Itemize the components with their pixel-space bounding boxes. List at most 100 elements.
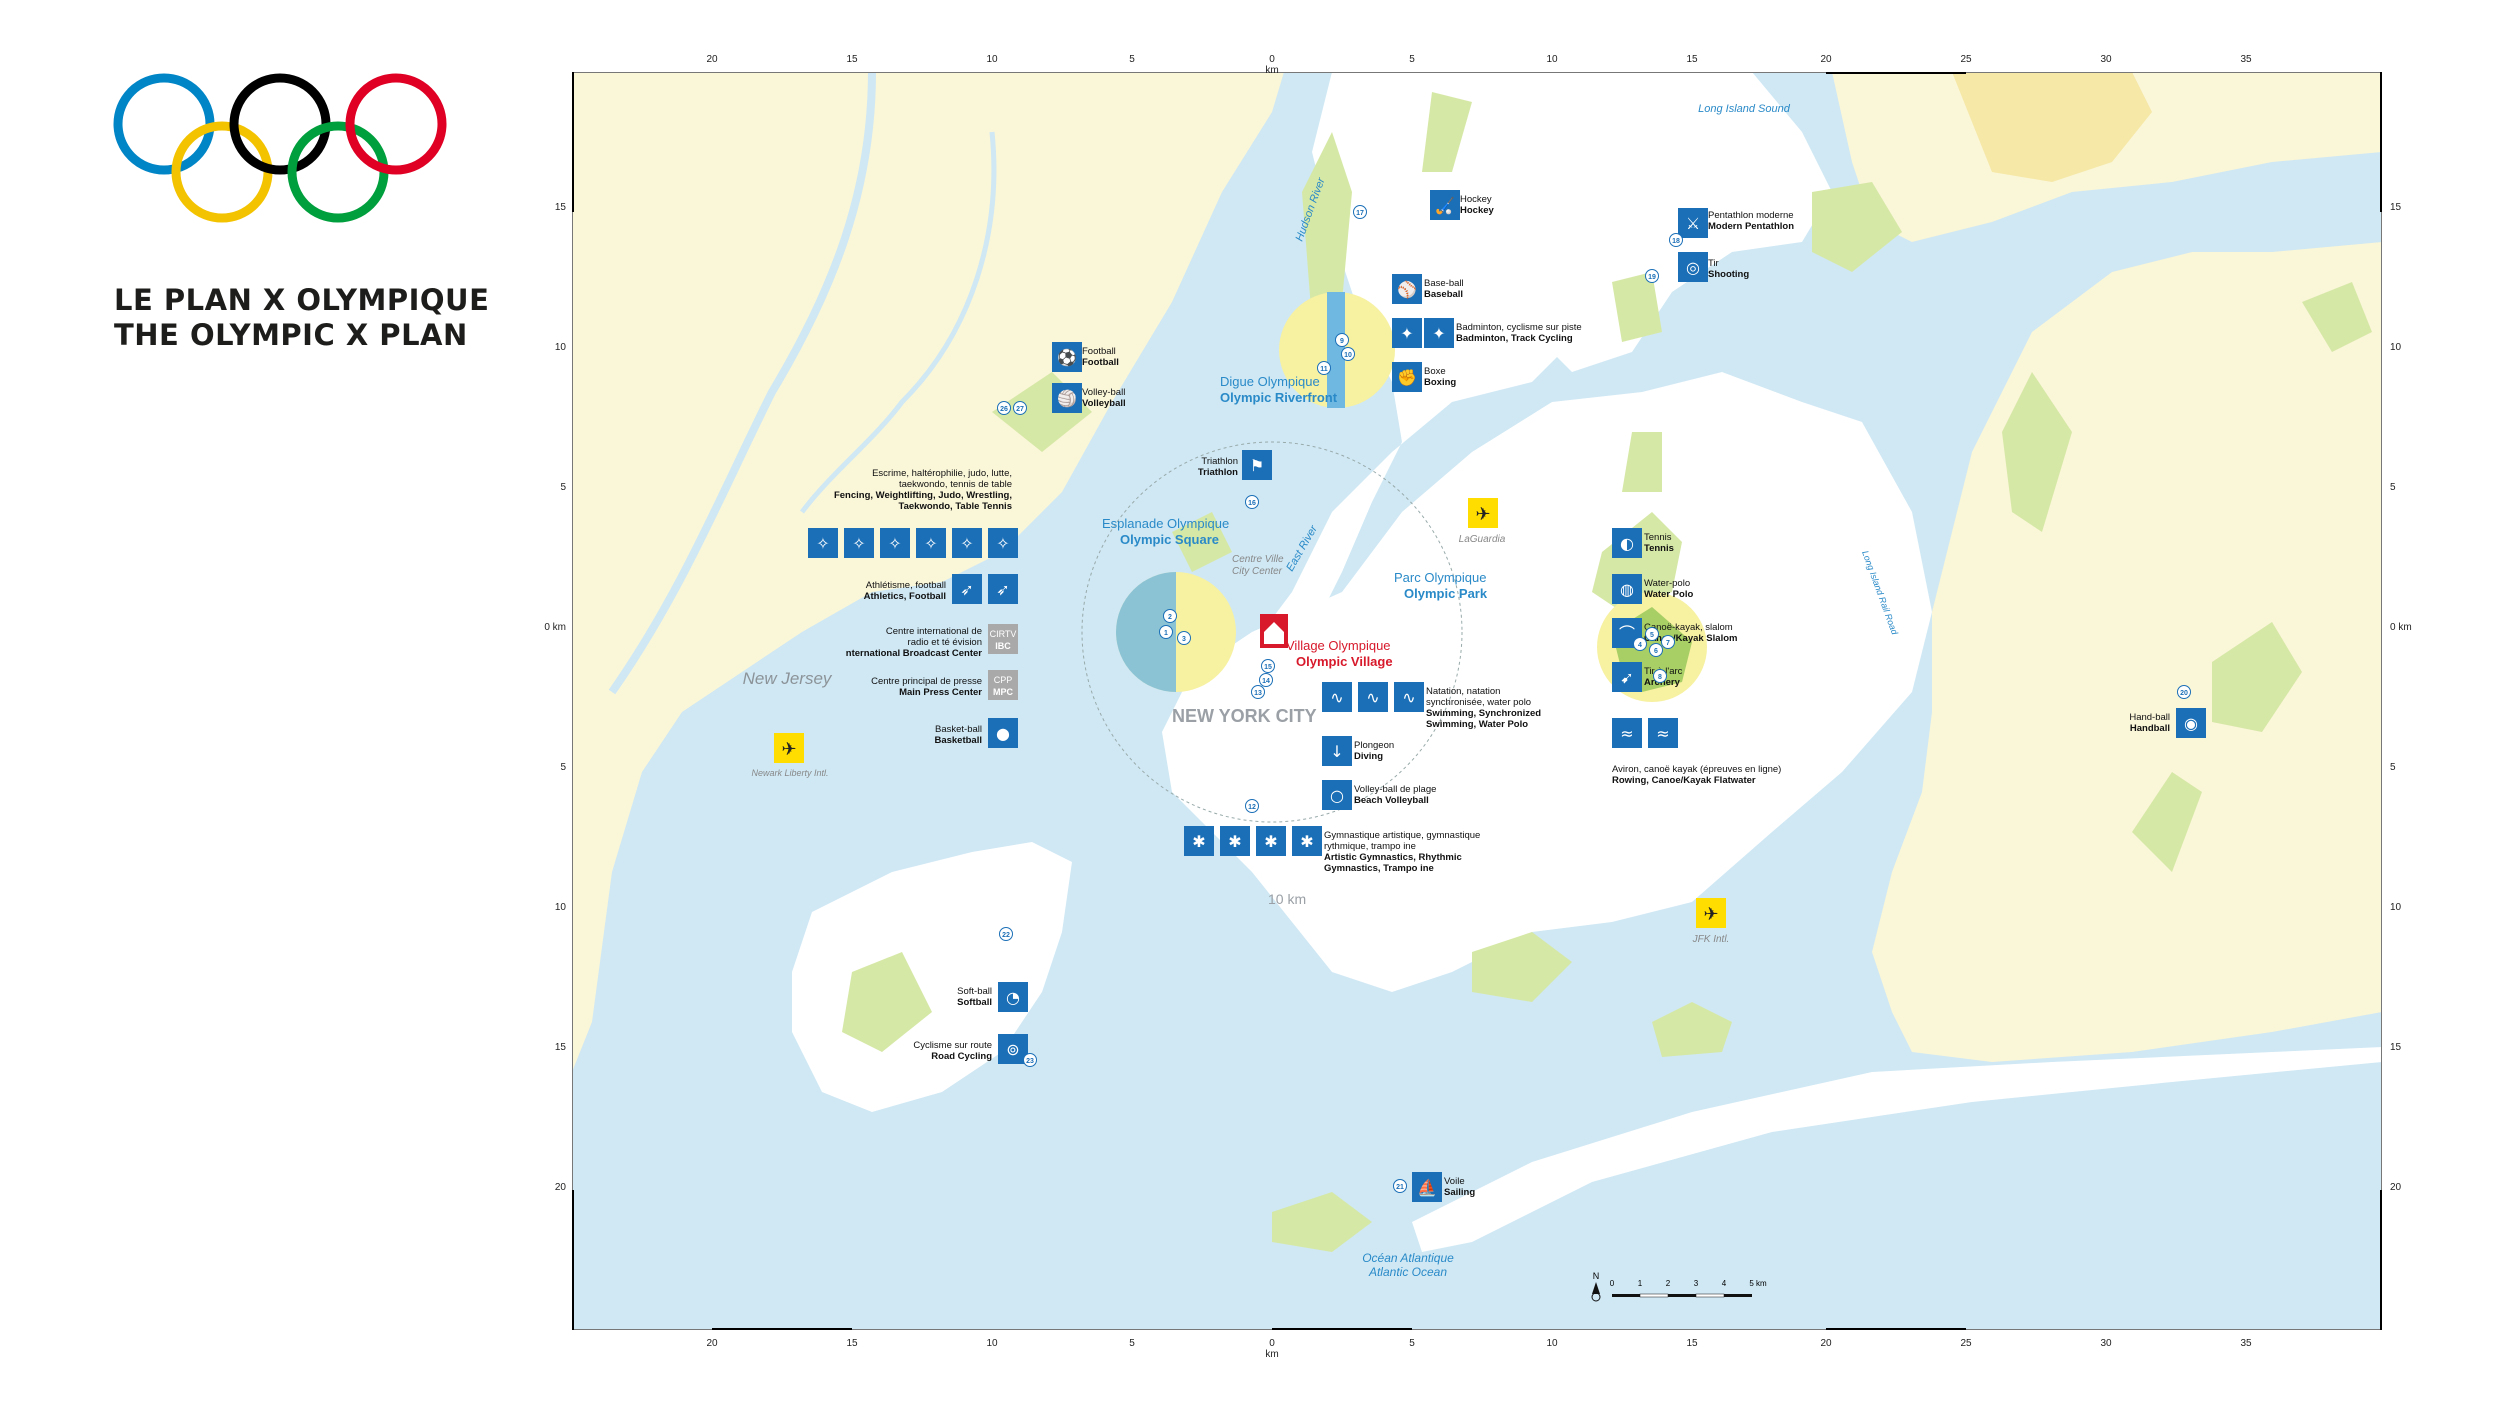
site-marker-21[interactable]: 21 bbox=[1393, 1179, 1407, 1193]
airport-newark[interactable]: ✈ Newark Liberty Intl. bbox=[751, 733, 829, 778]
site-marker-20[interactable]: 20 bbox=[2177, 685, 2191, 699]
svg-text:✧: ✧ bbox=[960, 534, 973, 553]
site-marker-12[interactable]: 12 bbox=[1245, 799, 1259, 813]
venue-label-en: Hockey bbox=[1460, 205, 1495, 216]
airport-laguardia[interactable]: ✈ LaGuardia bbox=[1459, 498, 1506, 545]
svg-text:27: 27 bbox=[1016, 406, 1024, 413]
site-marker-13[interactable]: 13 bbox=[1251, 685, 1265, 699]
y-tick-label: 5 bbox=[560, 482, 566, 493]
label-new-jersey: New Jersey bbox=[743, 669, 833, 688]
site-marker-3[interactable]: 3 bbox=[1177, 631, 1191, 645]
gymnastics-icon[interactable]: ✱ bbox=[1256, 826, 1286, 856]
combat-sports-icon[interactable]: ✧ bbox=[844, 528, 874, 558]
airport-jfk[interactable]: ✈ JFK Intl. bbox=[1692, 898, 1730, 945]
volleyball-icon[interactable]: 🏐 bbox=[1052, 383, 1082, 413]
y-tick-label: 20 bbox=[554, 1182, 566, 1193]
site-marker-15[interactable]: 15 bbox=[1261, 659, 1275, 673]
x-tick-label: 15 bbox=[1686, 54, 1698, 65]
gymnastics-icon[interactable]: ✱ bbox=[1220, 826, 1250, 856]
site-marker-5[interactable]: 5 bbox=[1645, 627, 1659, 641]
hockey-icon[interactable]: 🏑 bbox=[1430, 190, 1460, 220]
x-tick-label: 20 bbox=[706, 54, 718, 65]
site-marker-4[interactable]: 4 bbox=[1633, 637, 1647, 651]
baseball-icon[interactable]: ⚾ bbox=[1392, 274, 1422, 304]
x-tick-label: 25 bbox=[1960, 1338, 1972, 1349]
site-marker-23[interactable]: 23 bbox=[1023, 1053, 1037, 1067]
road-cycling-icon[interactable]: ⊚ bbox=[998, 1034, 1028, 1064]
combat-sports-icon[interactable]: ✧ bbox=[808, 528, 838, 558]
combat-sports-icon[interactable]: ✧ bbox=[916, 528, 946, 558]
svg-text:∿: ∿ bbox=[1402, 688, 1415, 707]
boxing-icon[interactable]: ✊ bbox=[1392, 362, 1422, 392]
svg-text:🏑: 🏑 bbox=[1435, 196, 1455, 215]
venue-label-fr: synchronisée, water polo bbox=[1426, 697, 1531, 708]
swimming-icon[interactable]: ∿ bbox=[1358, 682, 1388, 712]
site-marker-10[interactable]: 10 bbox=[1341, 347, 1355, 361]
site-marker-18[interactable]: 18 bbox=[1669, 233, 1683, 247]
shooting-icon[interactable]: ◎ bbox=[1678, 252, 1708, 282]
archery-icon[interactable]: ➹ bbox=[1612, 662, 1642, 692]
site-marker-11[interactable]: 11 bbox=[1317, 361, 1331, 375]
site-marker-16[interactable]: 16 bbox=[1245, 495, 1259, 509]
site-marker-27[interactable]: 27 bbox=[1013, 401, 1027, 415]
venue-label-fr: Triathlon bbox=[1201, 456, 1238, 467]
beach-volleyball-icon[interactable]: ○ bbox=[1322, 780, 1352, 810]
site-marker-14[interactable]: 14 bbox=[1259, 673, 1273, 687]
site-marker-19[interactable]: 19 bbox=[1645, 269, 1659, 283]
site-marker-17[interactable]: 17 bbox=[1353, 205, 1367, 219]
site-marker-26[interactable]: 26 bbox=[997, 401, 1011, 415]
combat-sports-icon[interactable]: ✧ bbox=[988, 528, 1018, 558]
olympic-venues-map[interactable]: New Jersey NEW YORK CITY Hudson River Ea… bbox=[572, 72, 2382, 1330]
rowing-icon[interactable]: ≈ bbox=[1648, 718, 1678, 748]
x-tick-label: 20 bbox=[706, 1338, 718, 1349]
diving-icon[interactable]: ↓ bbox=[1322, 736, 1352, 766]
site-marker-1[interactable]: 1 bbox=[1159, 625, 1173, 639]
venue-label-fr: Gymnastique artistique, gymnastique bbox=[1324, 830, 1480, 841]
site-marker-2[interactable]: 2 bbox=[1163, 609, 1177, 623]
handball-icon[interactable]: ◉ bbox=[2176, 708, 2206, 738]
ring-red bbox=[345, 73, 447, 175]
venue-label-fr: Football bbox=[1082, 346, 1116, 357]
softball-icon[interactable]: ◔ bbox=[998, 982, 1028, 1012]
frame-mark-right-bottom bbox=[2380, 1190, 2382, 1330]
tennis-icon[interactable]: ◐ bbox=[1612, 528, 1642, 558]
site-marker-6[interactable]: 6 bbox=[1649, 643, 1663, 657]
gymnastics-icon[interactable]: ✱ bbox=[1184, 826, 1214, 856]
site-marker-9[interactable]: 9 bbox=[1335, 333, 1349, 347]
sailing-icon[interactable]: ⛵ bbox=[1412, 1172, 1442, 1202]
swimming-icon[interactable]: ∿ bbox=[1394, 682, 1424, 712]
svg-text:🏐: 🏐 bbox=[1057, 389, 1077, 408]
rowing-icon[interactable]: ≈ bbox=[1612, 718, 1642, 748]
combat-sports-icon[interactable]: ✧ bbox=[880, 528, 910, 558]
svg-text:MPC: MPC bbox=[993, 687, 1014, 697]
triathlon-icon[interactable]: ⚑ bbox=[1242, 450, 1272, 480]
label-new-york-city: NEW YORK CITY bbox=[1172, 706, 1317, 726]
site-marker-8[interactable]: 8 bbox=[1653, 669, 1667, 683]
badminton-icon[interactable]: ✦ bbox=[1424, 318, 1454, 348]
badminton-icon[interactable]: ✦ bbox=[1392, 318, 1422, 348]
bronx-land bbox=[1392, 72, 1832, 372]
site-marker-22[interactable]: 22 bbox=[999, 927, 1013, 941]
water-polo-icon[interactable]: ◍ bbox=[1612, 574, 1642, 604]
athletics-icon[interactable]: ➶ bbox=[952, 574, 982, 604]
site-marker-7[interactable]: 7 bbox=[1661, 635, 1675, 649]
venue-label-fr: Pentathlon moderne bbox=[1708, 210, 1794, 221]
svg-text:✱: ✱ bbox=[1192, 832, 1205, 851]
venue-label-fr: Natation, natation bbox=[1426, 686, 1500, 697]
gymnastics-icon[interactable]: ✱ bbox=[1292, 826, 1322, 856]
svg-text:20: 20 bbox=[2180, 690, 2188, 697]
pentathlon-icon[interactable]: ⚔ bbox=[1678, 208, 1708, 238]
athletics-icon[interactable]: ➶ bbox=[988, 574, 1018, 604]
basketball-icon[interactable]: ● bbox=[988, 718, 1018, 748]
svg-text:≈: ≈ bbox=[1656, 724, 1669, 743]
title-english: THE OLYMPIC X PLAN bbox=[114, 318, 468, 352]
svg-text:⊚: ⊚ bbox=[1006, 1040, 1019, 1059]
x-tick-label: 0 km bbox=[1265, 1338, 1279, 1360]
venue-label-en: Football bbox=[1082, 357, 1119, 368]
football-icon[interactable]: ⚽ bbox=[1052, 342, 1082, 372]
combat-sports-icon[interactable]: ✧ bbox=[952, 528, 982, 558]
swimming-icon[interactable]: ∿ bbox=[1322, 682, 1352, 712]
